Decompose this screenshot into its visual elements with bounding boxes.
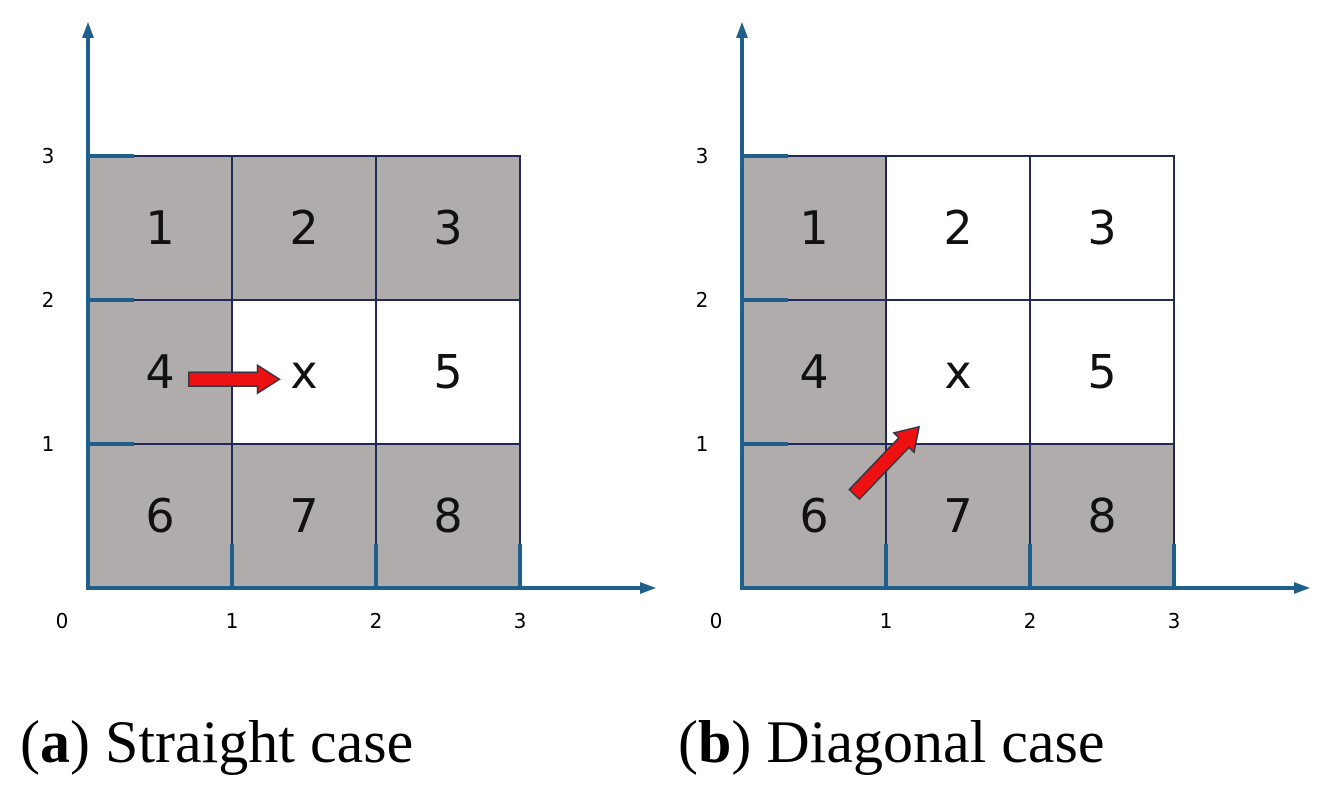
cell-label-6: 6 (145, 489, 174, 543)
x-tick-label-1: 1 (226, 609, 239, 633)
cell-label-x: x (290, 345, 317, 399)
x-tick-label-0: 0 (710, 609, 723, 633)
x-tick-label-0: 0 (56, 609, 69, 633)
cell-label-1: 1 (799, 201, 828, 255)
cell-2 (231, 155, 377, 301)
cell-5 (1029, 299, 1175, 445)
caption-b-text: Diagonal case (766, 709, 1104, 775)
cell-label-x: x (944, 345, 971, 399)
cell-label-6: 6 (799, 489, 828, 543)
x-tick-label-3: 3 (514, 609, 527, 633)
cell-8 (1029, 443, 1175, 589)
cell-label-4: 4 (799, 345, 828, 399)
x-axis-arrowhead (640, 582, 656, 594)
cell-label-2: 2 (943, 201, 972, 255)
caption-a: (a) Straight case (20, 709, 413, 775)
panel-b: 1 2 3 4 x 5 6 7 8 0 1 2 3 1 2 3 (696, 22, 1310, 633)
cell-5 (375, 299, 521, 445)
x-tick-label-2: 2 (370, 609, 383, 633)
y-axis-arrowhead (736, 22, 748, 38)
y-axis-arrowhead (82, 22, 94, 38)
cell-2 (885, 155, 1031, 301)
cell-1 (87, 155, 233, 301)
cell-6 (741, 443, 887, 589)
cell-7 (231, 443, 377, 589)
y-tick-label-2: 2 (696, 288, 709, 312)
caption-a-open-paren: ( (20, 709, 40, 775)
panel-a: 1 2 3 4 x 5 6 7 8 0 1 2 3 1 2 3 (42, 22, 656, 633)
cell-label-3: 3 (433, 201, 462, 255)
caption-b-letter: b (698, 709, 731, 775)
cell-1 (741, 155, 887, 301)
x-axis-arrowhead (1294, 582, 1310, 594)
direction-arrow-icon (848, 425, 921, 501)
cell-label-8: 8 (433, 489, 462, 543)
caption-a-letter: a (40, 709, 70, 775)
cell-label-5: 5 (1087, 345, 1116, 399)
cell-label-8: 8 (1087, 489, 1116, 543)
cell-label-2: 2 (289, 201, 318, 255)
y-tick-label-1: 1 (42, 432, 55, 456)
caption-a-text: Straight case (105, 709, 413, 775)
direction-arrow-icon (188, 363, 281, 395)
cell-label-7: 7 (943, 489, 972, 543)
cell-x (885, 299, 1031, 445)
cell-3 (1029, 155, 1175, 301)
caption-b-open-paren: ( (678, 709, 698, 775)
y-tick-label-3: 3 (696, 144, 709, 168)
caption-b: (b) Diagonal case (678, 709, 1105, 775)
cell-label-3: 3 (1087, 201, 1116, 255)
x-tick-label-2: 2 (1024, 609, 1037, 633)
cell-label-1: 1 (145, 201, 174, 255)
cell-4 (741, 299, 887, 445)
caption-a-close-paren: ) (70, 709, 105, 775)
x-tick-label-1: 1 (880, 609, 893, 633)
y-tick-label-3: 3 (42, 144, 55, 168)
cell-label-5: 5 (433, 345, 462, 399)
y-tick-label-2: 2 (42, 288, 55, 312)
caption-b-close-paren: ) (731, 709, 766, 775)
x-tick-label-3: 3 (1168, 609, 1181, 633)
cell-label-7: 7 (289, 489, 318, 543)
cell-3 (375, 155, 521, 301)
y-tick-label-1: 1 (696, 432, 709, 456)
cell-label-4: 4 (145, 345, 174, 399)
